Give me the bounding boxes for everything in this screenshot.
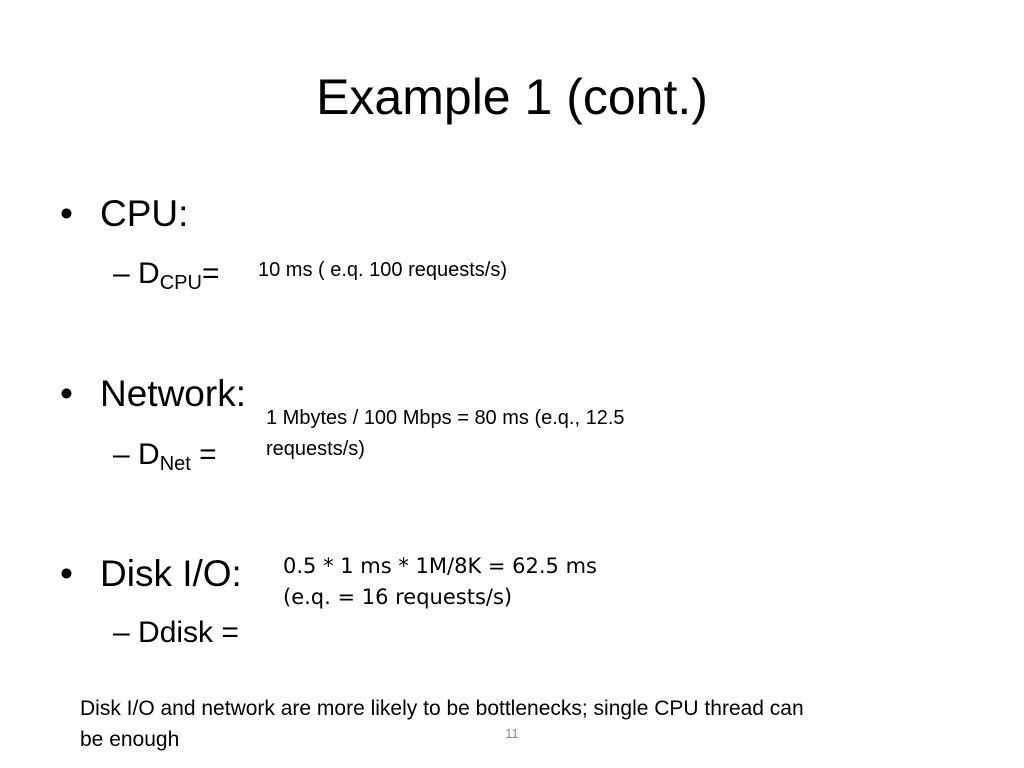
equals-sign: = xyxy=(190,438,217,471)
sub-bullet-ddisk: – Ddisk = xyxy=(113,614,239,652)
variable: D xyxy=(138,438,160,471)
cpu-note: 10 ms ( e.q. 100 requests/s) xyxy=(258,259,508,281)
footer-note-line1: Disk I/O and network are more likely to … xyxy=(80,697,804,720)
variable-subscript: Net xyxy=(159,453,191,475)
disk-note-line1: 0.5 * 1 ms * 1M/8K = 62.5 ms xyxy=(283,554,597,578)
bullet-marker: • xyxy=(60,193,73,234)
sub-bullet-text: Ddisk = xyxy=(138,616,239,649)
bullet-disk-io: • Disk I/O: xyxy=(60,552,242,596)
bullet-label: Network: xyxy=(100,373,246,414)
variable: D xyxy=(138,257,160,290)
bullet-label: Disk I/O: xyxy=(100,553,242,594)
bullet-cpu: • CPU: xyxy=(60,192,188,236)
dash-marker: – xyxy=(113,438,130,471)
bullet-marker: • xyxy=(60,553,73,594)
sub-bullet-dnet: – DNet = xyxy=(113,436,217,474)
bullet-label: CPU: xyxy=(100,193,189,234)
disk-note-line2: (e.q. = 16 requests/s) xyxy=(283,585,513,609)
bullet-marker: • xyxy=(60,373,73,414)
footer-note: Disk I/O and network are more likely to … xyxy=(80,693,900,755)
slide-title: Example 1 (cont.) xyxy=(316,69,708,125)
dash-marker: – xyxy=(113,257,130,290)
dash-marker: – xyxy=(113,616,130,649)
variable-subscript: CPU xyxy=(159,272,202,294)
bullet-network: • Network: xyxy=(60,372,246,416)
network-note-line2: requests/s) xyxy=(266,438,365,460)
equals-sign: = xyxy=(201,257,220,290)
network-note-line1: 1 Mbytes / 100 Mbps = 80 ms (e.q., 12.5 xyxy=(266,407,625,429)
footer-note-line2: be enough xyxy=(80,728,180,751)
page-number: 11 xyxy=(505,726,519,741)
sub-bullet-dcpu: – DCPU= xyxy=(113,255,219,293)
